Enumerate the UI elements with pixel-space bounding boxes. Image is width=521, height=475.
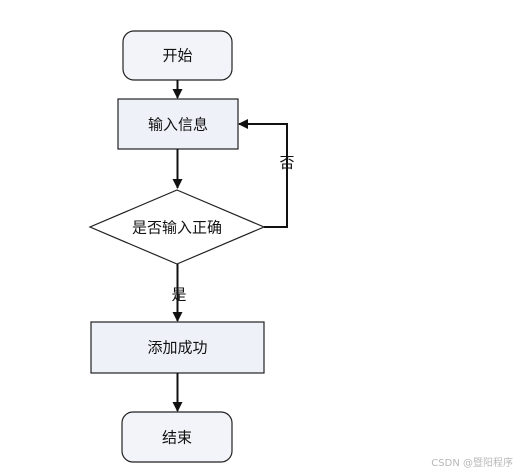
- end-node: 结束: [121, 411, 233, 463]
- success-node-shape: [90, 321, 265, 374]
- input-node: 输入信息: [117, 98, 239, 150]
- end-node-shape: [121, 411, 233, 463]
- watermark-text: CSDN @暨阳程序: [431, 458, 513, 469]
- input-node-shape: [117, 98, 239, 150]
- start-node-label: 开始: [162, 47, 192, 65]
- decision-node: 是否输入正确: [88, 189, 266, 265]
- decision-node-label: 是否输入正确: [132, 219, 222, 237]
- success-node: 添加成功: [90, 321, 265, 374]
- edge-label-no: 否: [279, 154, 294, 172]
- end-node-label: 结束: [162, 429, 192, 447]
- input-node-label: 输入信息: [148, 116, 208, 134]
- success-node-label: 添加成功: [147, 339, 207, 357]
- start-node: 开始: [122, 30, 233, 81]
- arrow-decision-no-loop: [238, 119, 288, 228]
- edge-label-yes: 是: [171, 286, 186, 304]
